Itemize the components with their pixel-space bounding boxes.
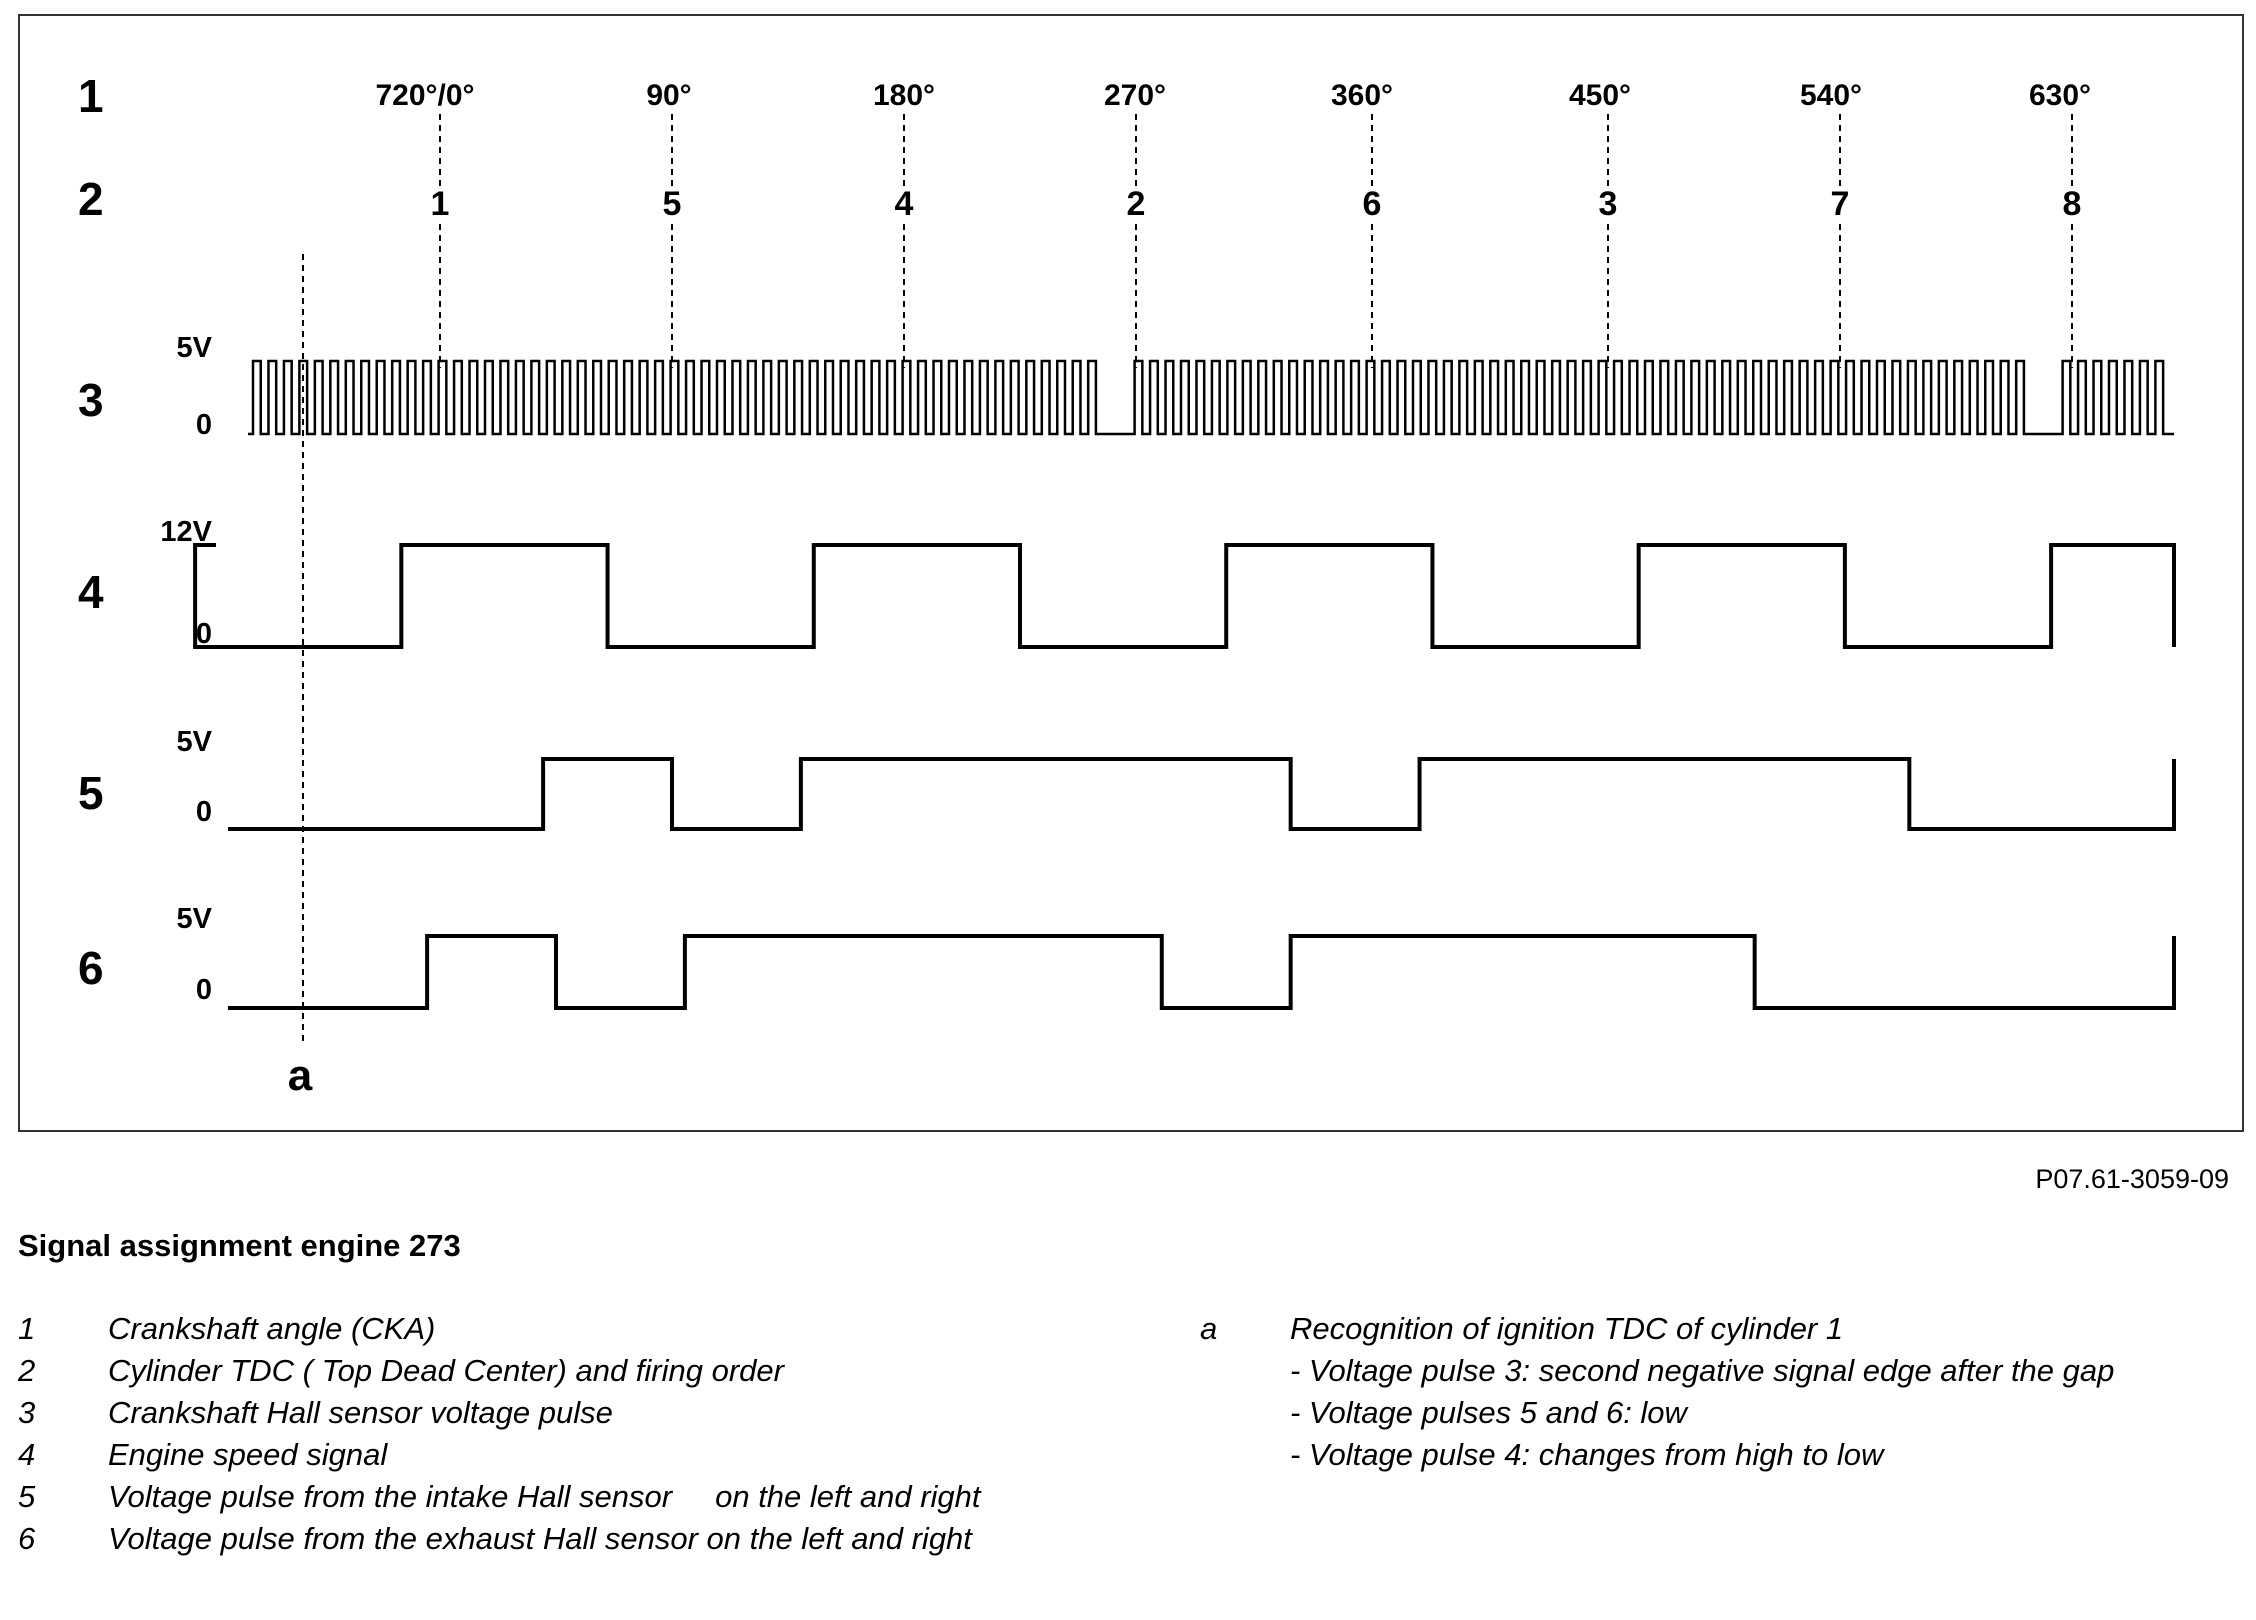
figure-id: P07.61-3059-09 (2035, 1164, 2229, 1194)
legend-item: 6 Voltage pulse from the exhaust Hall sen… (18, 1518, 1068, 1560)
firing-order-label-7: 8 (2063, 185, 2082, 223)
timing-diagram: 1 2 3 4 5 6 5V 0 12V 0 5V 0 5V 0 720°/0°… (78, 70, 2176, 1100)
crank-low-label: 0 (196, 409, 212, 441)
firing-order-label-6: 7 (1831, 185, 1850, 223)
legend-sub-item: - Voltage pulse 4: changes from high to … (1290, 1437, 1884, 1472)
row-number-2: 2 (78, 173, 104, 225)
tdc-marker-lines (302, 114, 2073, 1044)
crank-high-label: 5V (177, 332, 213, 364)
legend-item: 5 Voltage pulse from the intake Hall sens… (18, 1476, 1068, 1518)
row-number-4: 4 (78, 566, 104, 618)
legend-text: Crankshaft angle (CKA) (108, 1311, 436, 1346)
firing-order-label-5: 3 (1599, 185, 1618, 223)
legend-item: 1 Crankshaft angle (CKA) (18, 1308, 1068, 1350)
legend-text: Crankshaft Hall sensor voltage pulse (108, 1395, 613, 1430)
crank-angle-label-7: 630° (2029, 79, 2091, 112)
legend-key: a (1200, 1311, 1218, 1346)
legend-text: Engine speed signal (108, 1437, 388, 1472)
legend-left: 1 Crankshaft angle (CKA) 2 Cylinder TDC ( … (18, 1308, 1068, 1560)
legend-text: Voltage pulse from the exhaust Hall sens… (108, 1521, 972, 1556)
row-number-6: 6 (78, 942, 104, 994)
legend-key: 1 (18, 1311, 36, 1346)
legend-sub-item: - Voltage pulse 3: second negative signa… (1290, 1353, 2115, 1388)
legend-key: 5 (18, 1479, 36, 1514)
legend-item: a Recognition of ignition TDC of cylinder… (1200, 1308, 2240, 1350)
intake-low-label: 0 (196, 796, 212, 828)
legend-text: Voltage pulse from the intake Hall senso… (108, 1479, 981, 1514)
exhaust-cam-signal (228, 934, 2176, 1010)
crank-angle-label-3: 270° (1104, 79, 1166, 112)
speed-high-label: 12V (160, 516, 212, 548)
firing-order-label-2: 4 (895, 185, 914, 223)
speed-low-label: 0 (196, 618, 212, 650)
exhaust-low-label: 0 (196, 974, 212, 1006)
crank-hall-signal (248, 359, 2174, 436)
crank-angle-label-0: 720°/0° (375, 79, 474, 112)
diagram-frame: 1 2 3 4 5 6 5V 0 12V 0 5V 0 5V 0 720°/0°… (18, 14, 2244, 1132)
crank-angle-label-5: 450° (1569, 79, 1631, 112)
legend-key: 6 (18, 1521, 36, 1556)
intake-high-label: 5V (177, 726, 213, 758)
legend-right: a Recognition of ignition TDC of cylinder… (1200, 1308, 2240, 1476)
crank-angle-label-2: 180° (873, 79, 935, 112)
legend-key: 2 (18, 1353, 36, 1388)
legend-item: 2 Cylinder TDC ( Top Dead Center) and fir… (18, 1350, 1068, 1392)
intake-cam-signal (228, 757, 2176, 831)
row-number-1: 1 (78, 70, 104, 122)
row-number-3: 3 (78, 374, 104, 426)
engine-speed-signal (193, 543, 2176, 649)
firing-order-label-4: 6 (1363, 185, 1382, 223)
legend-key: 4 (18, 1437, 36, 1472)
firing-order-label-0: 1 (431, 185, 450, 223)
crank-angle-label-6: 540° (1800, 79, 1862, 112)
row-number-5: 5 (78, 767, 104, 819)
firing-order-label-1: 5 (663, 185, 682, 223)
legend-key: 3 (18, 1395, 36, 1430)
legend-item: 4 Engine speed signal (18, 1434, 1068, 1476)
legend-text: Cylinder TDC ( Top Dead Center) and firi… (108, 1353, 784, 1388)
caption-title: Signal assignment engine 273 (18, 1228, 461, 1263)
legend-text: Recognition of ignition TDC of cylinder … (1290, 1311, 1844, 1346)
legend-item: 3 Crankshaft Hall sensor voltage pulse (18, 1392, 1068, 1434)
crank-angle-label-1: 90° (646, 79, 691, 112)
marker-a-label: a (288, 1051, 313, 1100)
legend-sub-item: - Voltage pulses 5 and 6: low (1290, 1395, 1687, 1430)
crank-angle-label-4: 360° (1331, 79, 1393, 112)
firing-order-label-3: 2 (1127, 185, 1146, 223)
exhaust-high-label: 5V (177, 903, 213, 935)
